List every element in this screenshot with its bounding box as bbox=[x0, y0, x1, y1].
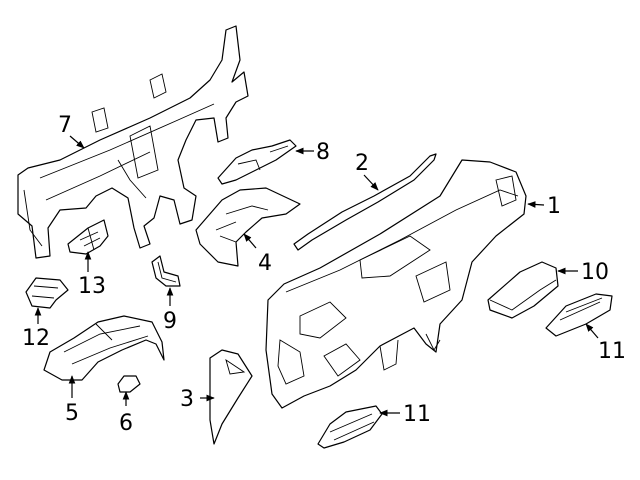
callout-5: 5 bbox=[65, 401, 79, 426]
part-6-clip bbox=[117, 375, 141, 393]
leader-1 bbox=[527, 201, 545, 208]
part-9-bracket bbox=[151, 255, 181, 287]
leader-4 bbox=[243, 233, 257, 249]
callout-4: 4 bbox=[258, 251, 272, 276]
part-10-module bbox=[487, 261, 559, 319]
callout-labels: 1 2 3 4 5 6 7 8 9 10 11 11 12 13 bbox=[22, 113, 626, 436]
part-12-bracket bbox=[25, 277, 69, 309]
callout-1: 1 bbox=[547, 194, 561, 219]
leader-7 bbox=[69, 135, 85, 149]
part-7-cross-car-beam bbox=[17, 25, 249, 259]
callout-10: 10 bbox=[581, 260, 609, 285]
part-3-side-cover bbox=[209, 349, 253, 445]
callout-6: 6 bbox=[119, 411, 133, 436]
callout-13: 13 bbox=[78, 274, 106, 299]
part-8-bracket bbox=[217, 139, 297, 185]
part-2-reinforcement bbox=[293, 153, 437, 251]
part-5-panel bbox=[43, 315, 165, 381]
leader-11a bbox=[585, 323, 599, 339]
leader-2 bbox=[363, 174, 379, 191]
part-11-switch-module-upper bbox=[545, 293, 613, 337]
callout-7: 7 bbox=[58, 113, 72, 138]
callout-11-upper: 11 bbox=[598, 339, 626, 364]
callout-11-lower: 11 bbox=[403, 402, 431, 427]
callout-3: 3 bbox=[180, 387, 194, 412]
callout-8: 8 bbox=[316, 140, 330, 165]
part-13-bracket bbox=[67, 219, 109, 255]
part-4-duct bbox=[195, 187, 301, 267]
callout-2: 2 bbox=[355, 151, 369, 176]
part-1-instrument-panel bbox=[265, 159, 527, 409]
callout-9: 9 bbox=[163, 309, 177, 334]
part-11-switch-module-lower bbox=[317, 405, 383, 449]
leader-lines bbox=[34, 135, 599, 417]
callout-12: 12 bbox=[22, 326, 50, 351]
